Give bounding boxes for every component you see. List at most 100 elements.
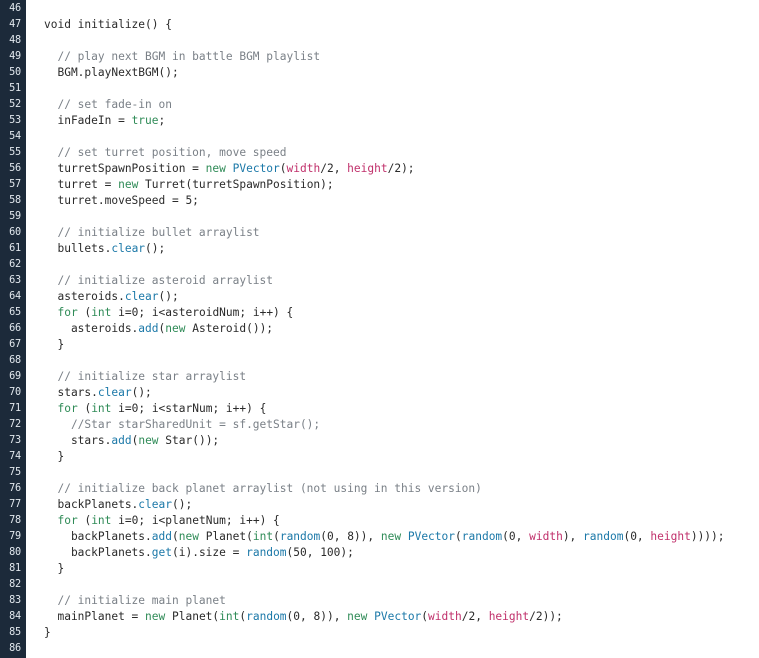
code-token: stars.: [44, 386, 98, 399]
code-token: /2);: [387, 162, 415, 175]
code-token: add: [138, 322, 159, 335]
code-token: turretSpawnPosition =: [44, 162, 206, 175]
code-text: inFadeIn = true;: [44, 113, 165, 129]
code-token: (0,: [623, 530, 651, 543]
code-token: // set fade-in on: [44, 98, 172, 111]
line-number: 67: [9, 339, 21, 350]
code-text: bullets.clear();: [44, 241, 165, 257]
code-token: i=0; i<planetNum; i++) {: [111, 514, 280, 527]
code-token: Turret(turretSpawnPosition);: [138, 178, 334, 191]
line-number: 70: [9, 387, 21, 398]
code-text: }: [44, 625, 51, 641]
code-token: new: [145, 610, 166, 623]
code-text: mainPlanet = new Planet(int(random(0, 8)…: [44, 609, 563, 625]
code-token: get: [151, 546, 172, 559]
code-text: // set fade-in on: [44, 97, 172, 113]
code-token: (: [172, 530, 179, 543]
line-number: 51: [9, 83, 21, 94]
code-token: (0,: [502, 530, 530, 543]
code-token: Planet(: [198, 530, 253, 543]
code-token: // initialize star arraylist: [44, 370, 247, 383]
code-token: // initialize main planet: [44, 594, 226, 607]
line-number: 62: [9, 259, 21, 270]
code-token: new: [205, 162, 226, 175]
code-token: //Star starSharedUnit = sf.getStar();: [44, 418, 321, 431]
line-number: 79: [9, 531, 21, 542]
code-token: width: [428, 610, 462, 623]
line-number-gutter: [0, 0, 26, 658]
code-token: height: [650, 530, 691, 543]
line-number: 84: [9, 611, 21, 622]
line-number: 46: [9, 3, 21, 14]
line-number: 75: [9, 467, 21, 478]
code-text: backPlanets.clear();: [44, 497, 192, 513]
code-token: new: [138, 434, 159, 447]
code-token: backPlanets.: [44, 546, 152, 559]
line-number: 83: [9, 595, 21, 606]
code-text: backPlanets.add(new Planet(int(random(0,…: [44, 529, 725, 545]
code-token: new: [380, 530, 402, 543]
line-number: 53: [9, 115, 21, 126]
code-token: new: [118, 178, 139, 191]
code-token: Planet(: [165, 610, 220, 623]
code-token: (: [273, 530, 280, 543]
code-text: stars.add(new Star());: [44, 433, 219, 449]
line-number: 58: [9, 195, 21, 206]
code-token: new: [347, 610, 368, 623]
line-number: 76: [9, 483, 21, 494]
code-token: /2));: [529, 610, 563, 623]
code-token: Asteroid());: [185, 322, 274, 335]
code-token: random: [583, 530, 624, 543]
code-token: BGM.playNextBGM();: [44, 66, 179, 79]
line-number: 61: [9, 243, 21, 254]
code-token: clear: [111, 242, 146, 255]
code-token: random: [279, 530, 321, 543]
code-token: ))));: [690, 530, 725, 543]
code-token: width: [529, 530, 563, 543]
code-token: random: [461, 530, 503, 543]
code-token: for: [57, 306, 78, 319]
line-number: 55: [9, 147, 21, 158]
code-token: ();: [145, 242, 166, 255]
code-token: void initialize() {: [44, 18, 172, 31]
code-token: add: [151, 530, 172, 543]
code-text: // initialize asteroid arraylist: [44, 273, 273, 289]
line-number: 72: [9, 419, 21, 430]
line-number: 60: [9, 227, 21, 238]
line-number: 54: [9, 131, 21, 142]
code-token: PVector: [407, 530, 455, 543]
code-text: for (int i=0; i<planetNum; i++) {: [44, 513, 280, 529]
code-token: int: [91, 306, 112, 319]
line-number: 52: [9, 99, 21, 110]
line-number: 80: [9, 547, 21, 558]
line-number: 49: [9, 51, 21, 62]
code-token: (: [455, 530, 462, 543]
code-token: new: [165, 322, 186, 335]
code-token: turret.moveSpeed = 5;: [44, 194, 199, 207]
line-number: 48: [9, 35, 21, 46]
code-text: asteroids.add(new Asteroid());: [44, 321, 273, 337]
code-token: (: [158, 322, 166, 335]
code-token: for: [57, 402, 78, 415]
code-text: stars.clear();: [44, 385, 151, 401]
code-token: (: [421, 610, 429, 623]
code-token: // set turret position, move speed: [44, 146, 287, 159]
code-token: backPlanets.: [44, 498, 139, 511]
line-number: 68: [9, 355, 21, 366]
code-token: }: [44, 450, 65, 463]
line-number: 56: [9, 163, 21, 174]
code-text: }: [44, 561, 64, 577]
code-text: for (int i=0; i<asteroidNum; i++) {: [44, 305, 293, 321]
code-token: inFadeIn =: [44, 114, 132, 127]
code-token: Star());: [158, 434, 220, 447]
code-token: bullets.: [44, 242, 112, 255]
line-number: 59: [9, 211, 21, 222]
code-token: (50, 100);: [286, 546, 354, 559]
code-text: turretSpawnPosition = new PVector(width/…: [44, 161, 415, 177]
code-token: (: [77, 402, 92, 415]
code-token: // initialize back planet arraylist (not…: [44, 482, 482, 495]
code-text: // initialize back planet arraylist (not…: [44, 481, 482, 497]
code-token: int: [91, 402, 112, 415]
